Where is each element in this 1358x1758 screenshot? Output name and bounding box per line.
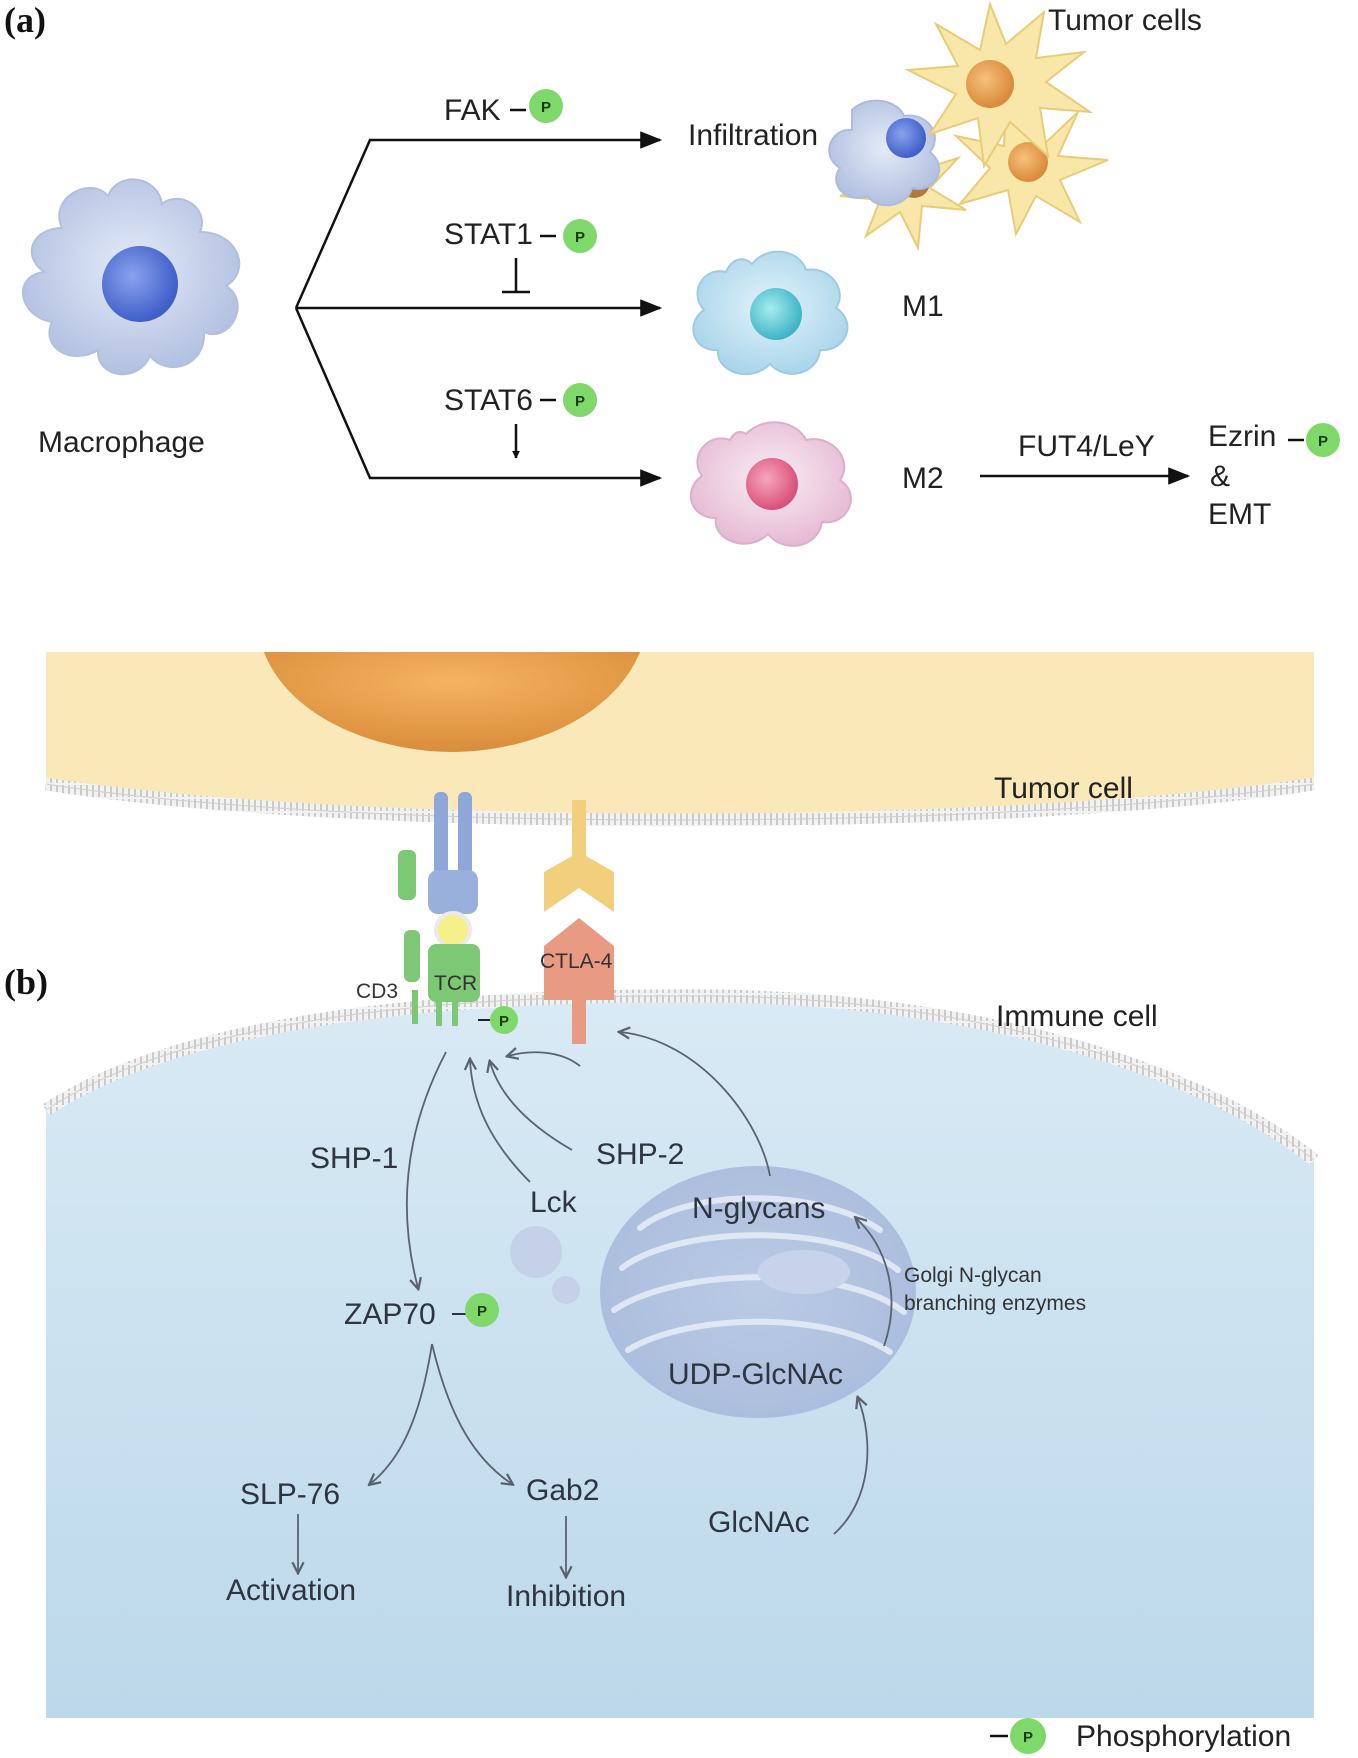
ctla4-receptor (544, 800, 614, 1044)
svg-text:P: P (477, 1303, 487, 1320)
macrophage-label: Macrophage (38, 426, 205, 459)
branch-lines (294, 131, 663, 487)
tumor-cell-body (44, 648, 1315, 848)
slp76-label: SLP-76 (240, 1478, 340, 1511)
infiltration-label: Infiltration (688, 119, 818, 152)
tumor-cells-label: Tumor cells (1048, 4, 1202, 37)
phosphorylation-legend: P Phosphorylation (990, 1718, 1291, 1754)
shp2-label: SHP-2 (596, 1138, 684, 1171)
phospho-badge: P (563, 219, 597, 253)
fak-label: FAK (444, 94, 501, 127)
immune-cell-label: Immune cell (996, 1000, 1158, 1033)
immune-pathway-arrows (298, 1032, 893, 1576)
panel-a-label: (a) (4, 0, 46, 40)
phospho-badge: P (1306, 423, 1340, 457)
ctla4-label: CTLA-4 (540, 950, 613, 973)
svg-text:P: P (575, 229, 585, 246)
phospho-badge: P (465, 1293, 499, 1327)
legend-label: Phosphorylation (1076, 1720, 1291, 1753)
svg-text:P: P (1318, 433, 1328, 450)
phospho-badge: P (529, 89, 563, 123)
udp-glcnac-label: UDP-GlcNAc (668, 1358, 843, 1391)
phospho-badge: P (1010, 1718, 1046, 1754)
inhibition-bar (502, 258, 530, 294)
m2-cell (689, 421, 852, 547)
svg-text:P: P (575, 393, 585, 410)
m1-cell (692, 250, 849, 376)
svg-text:P: P (541, 99, 551, 116)
phospho-badge: P (563, 383, 597, 417)
tumor-cells-cluster (828, 0, 1109, 252)
svg-text:P: P (1023, 1729, 1033, 1746)
n-glycans-label: N-glycans (692, 1192, 825, 1225)
tcr-cd3-complex (398, 792, 480, 1026)
golgi-apparatus (510, 1166, 916, 1418)
golgi-enzymes-label-2: branching enzymes (904, 1292, 1086, 1315)
m1-label: M1 (902, 290, 944, 323)
tumor-cell-label: Tumor cell (994, 772, 1133, 805)
macrophage-cell (21, 178, 241, 376)
fut4-label: FUT4/LeY (1018, 430, 1155, 463)
svg-text:P: P (499, 1013, 509, 1030)
inhibition-label: Inhibition (506, 1580, 626, 1613)
gab2-label: Gab2 (526, 1474, 599, 1507)
lck-label: Lck (530, 1186, 578, 1219)
cd3-label: CD3 (356, 980, 398, 1003)
golgi-enzymes-label-1: Golgi N-glycan (904, 1264, 1042, 1287)
ampersand-label: & (1210, 460, 1230, 493)
emt-label: EMT (1208, 498, 1271, 531)
stat1-label: STAT1 (444, 218, 533, 251)
activation-label: Activation (226, 1574, 356, 1607)
stat6-label: STAT6 (444, 384, 533, 417)
tcr-label: TCR (434, 972, 477, 995)
panel-b-label: (b) (4, 962, 48, 1002)
ezrin-label: Ezrin (1208, 420, 1276, 453)
m2-label: M2 (902, 462, 944, 495)
zap70-label: ZAP70 (344, 1298, 436, 1331)
glcnac-label: GlcNAc (708, 1506, 810, 1539)
phospho-badge: P (490, 1006, 518, 1034)
shp1-label: SHP-1 (310, 1142, 398, 1175)
